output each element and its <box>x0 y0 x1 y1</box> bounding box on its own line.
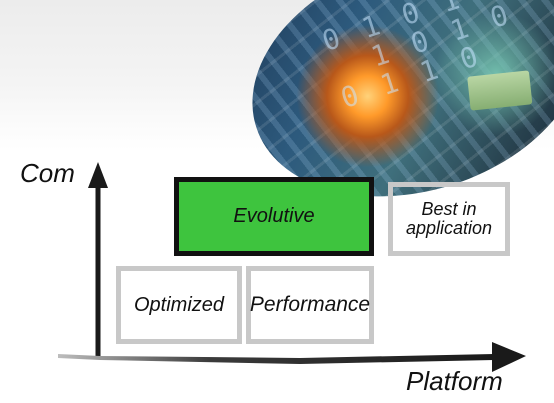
application-label: application <box>405 218 493 238</box>
best-in-application-box: Best in application <box>388 182 510 256</box>
y-axis-arrowhead <box>88 162 108 188</box>
x-axis-label: Platform <box>406 366 503 396</box>
performance-label: Performance <box>249 293 371 316</box>
x-axis-line <box>58 354 494 364</box>
performance-box: Performance <box>246 266 374 344</box>
optimized-label: Optimized <box>133 293 225 316</box>
evolutive-box: Evolutive <box>174 177 374 256</box>
x-axis-arrowhead <box>492 342 526 372</box>
best-in-label: Best in <box>421 199 477 219</box>
evolutive-label: Evolutive <box>233 205 315 227</box>
optimized-box: Optimized <box>116 266 242 344</box>
y-axis-label: Com <box>20 158 75 188</box>
